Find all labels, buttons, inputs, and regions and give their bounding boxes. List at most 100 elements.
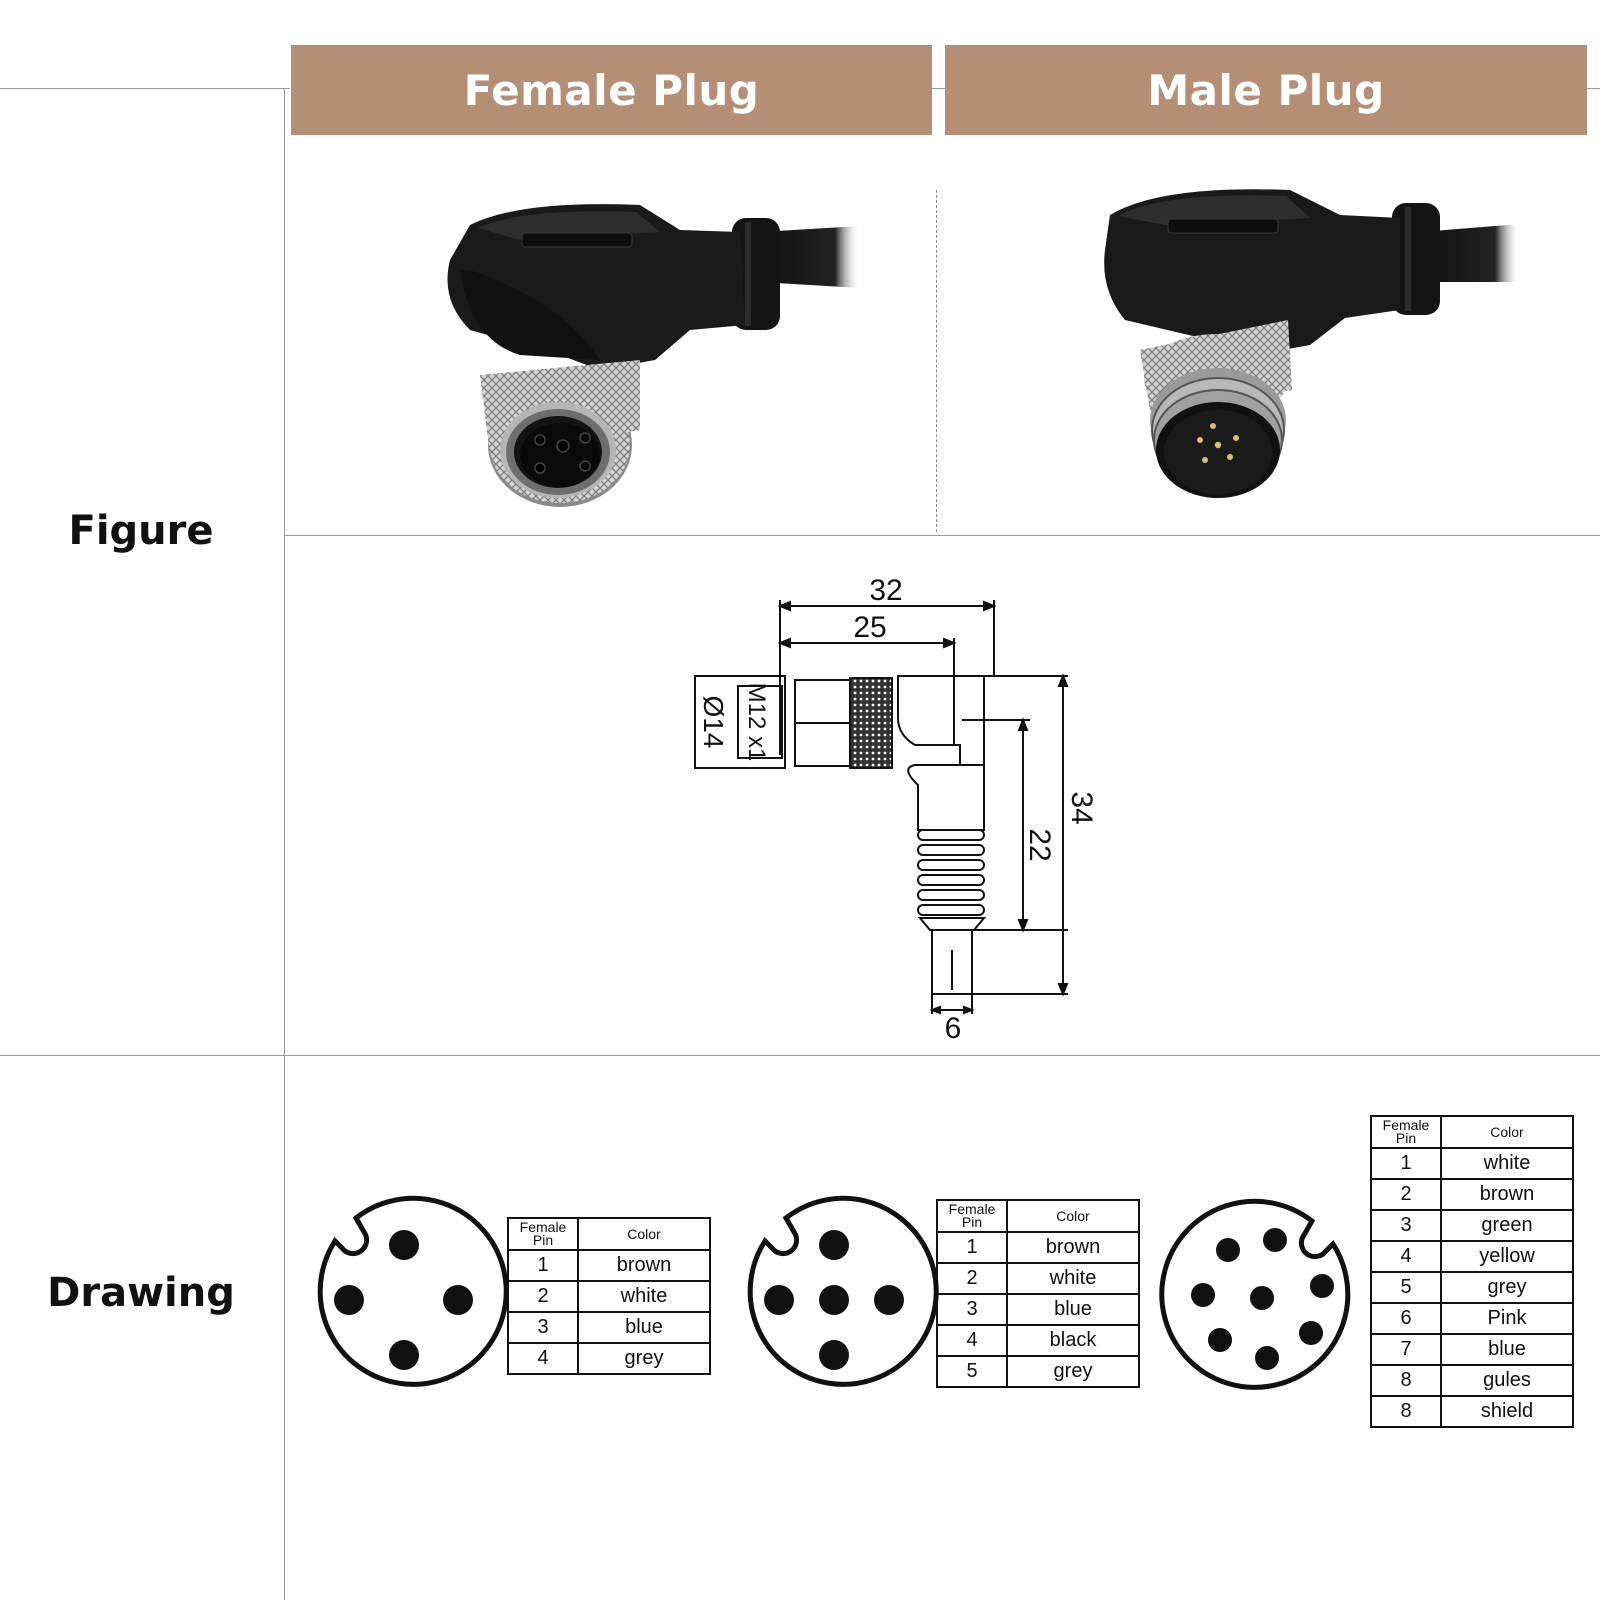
dim-6-label: 6 xyxy=(945,1012,962,1045)
pin-number-cell: 2 xyxy=(936,1262,1008,1295)
pin-number-cell: 4 xyxy=(936,1324,1008,1357)
pin-number-cell: 7 xyxy=(1370,1333,1442,1366)
female-plug-header: Female Plug xyxy=(291,45,932,135)
female-strain-relief xyxy=(732,218,780,330)
dim-thread-label: M12 x1 xyxy=(743,683,770,762)
photo-row-divider xyxy=(284,535,1600,536)
male-thread xyxy=(1150,368,1286,498)
wire-color-cell: grey xyxy=(577,1342,711,1375)
female-knurled-nut xyxy=(480,360,640,507)
wire-color-cell: black xyxy=(1006,1324,1140,1357)
female-plug-photo xyxy=(447,204,860,507)
wire-color-cell: blue xyxy=(1006,1293,1140,1326)
pin-number-cell: 8 xyxy=(1370,1395,1442,1428)
wire-color-cell: gules xyxy=(1440,1364,1574,1397)
dim-22-label: 22 xyxy=(1023,828,1056,861)
dimension-drawing xyxy=(694,600,1069,1015)
male-plug-photo xyxy=(1104,189,1520,498)
female-cable xyxy=(760,226,860,288)
pin-table-head-color: Color xyxy=(577,1217,711,1251)
pin-number-cell: 2 xyxy=(507,1280,579,1313)
wire-color-cell: Pink xyxy=(1440,1302,1574,1335)
female-label-slot xyxy=(521,232,633,248)
dim-diameter-label: Ø14 xyxy=(698,696,729,749)
wire-color-cell: brown xyxy=(1006,1231,1140,1264)
wire-color-cell: brown xyxy=(577,1249,711,1282)
pin-number-cell: 1 xyxy=(507,1249,579,1282)
pin-diagram-8pin-pins xyxy=(1191,1228,1334,1370)
pin-diagram-4pin xyxy=(317,1195,509,1387)
wire-color-cell: grey xyxy=(1006,1355,1140,1388)
male-label-slot xyxy=(1167,218,1279,234)
pin-number-cell: 4 xyxy=(507,1342,579,1375)
top-mid-rule xyxy=(930,88,948,89)
male-pins xyxy=(1197,423,1239,463)
pin-number-cell: 3 xyxy=(507,1311,579,1344)
pin-table-head-color: Color xyxy=(1006,1199,1140,1233)
wire-color-cell: white xyxy=(1006,1262,1140,1295)
female-plug-title: Female Plug xyxy=(463,65,760,115)
wire-color-cell: green xyxy=(1440,1209,1574,1242)
pin-number-cell: 5 xyxy=(1370,1271,1442,1304)
drawing-row-label: Drawing xyxy=(47,1270,235,1316)
wire-color-cell: blue xyxy=(577,1311,711,1344)
pin-number-cell: 3 xyxy=(936,1293,1008,1326)
wire-color-cell: blue xyxy=(1440,1333,1574,1366)
pin-diagram-4pin-pins xyxy=(334,1230,473,1370)
dim-32-label: 32 xyxy=(869,574,902,607)
wire-color-cell: white xyxy=(577,1280,711,1313)
pin-number-cell: 3 xyxy=(1370,1209,1442,1242)
pin-number-cell: 8 xyxy=(1370,1364,1442,1397)
top-left-rule xyxy=(0,88,290,89)
pin-table-head-pin: Female Pin xyxy=(507,1217,579,1251)
male-plug-title: Male Plug xyxy=(1147,65,1385,115)
pin-number-cell: 2 xyxy=(1370,1178,1442,1211)
male-cable xyxy=(1420,224,1520,282)
pin-number-cell: 4 xyxy=(1370,1240,1442,1273)
wire-color-cell: brown xyxy=(1440,1178,1574,1211)
pin-number-cell: 1 xyxy=(936,1231,1008,1264)
male-strain-relief xyxy=(1392,203,1440,315)
pin-diagram-5pin-pins xyxy=(764,1230,904,1370)
pin-table-head-pin: Female Pin xyxy=(936,1199,1008,1233)
female-pin-holes xyxy=(534,432,591,474)
pin-number-cell: 6 xyxy=(1370,1302,1442,1335)
figure-row-label: Figure xyxy=(68,508,214,554)
wire-color-cell: shield xyxy=(1440,1395,1574,1428)
wire-color-cell: yellow xyxy=(1440,1240,1574,1273)
label-column-divider xyxy=(284,88,285,1600)
drawing-row-divider xyxy=(0,1055,1600,1056)
top-right-rule xyxy=(1584,88,1600,89)
dim-25-label: 25 xyxy=(853,611,886,644)
dimension-labels: 32 25 Ø14 M12 x1 34 22 6 xyxy=(698,574,1098,1045)
photo-separator xyxy=(936,190,937,532)
male-plug-header: Male Plug xyxy=(945,45,1587,135)
dim-34-label: 34 xyxy=(1065,791,1098,824)
wire-color-cell: grey xyxy=(1440,1271,1574,1304)
pin-number-cell: 5 xyxy=(936,1355,1008,1388)
pin-table-head-pin: Female Pin xyxy=(1370,1115,1442,1149)
pin-table-head-color: Color xyxy=(1440,1115,1574,1149)
